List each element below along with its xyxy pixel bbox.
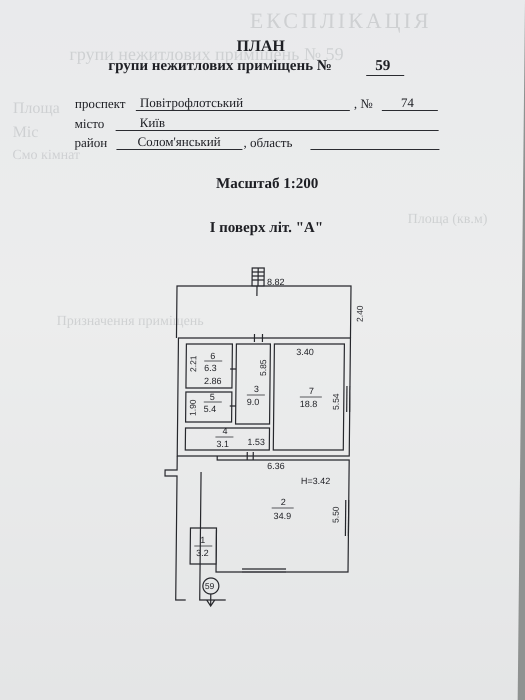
room-4-outline [184, 427, 271, 451]
room-number: 5 [210, 392, 215, 402]
dim-room2-width: 6.36 [267, 461, 285, 471]
dim-room7-width: 3.40 [296, 347, 314, 357]
dim-corridor-height: 2.40 [355, 305, 365, 322]
room-area: 18.8 [300, 399, 318, 409]
room-area: 5.4 [204, 404, 217, 414]
dim-room2-height: 5.50 [331, 506, 341, 523]
room-area: 6.3 [204, 363, 217, 373]
dim-top: 8.82 [267, 277, 285, 287]
room-number: 6 [210, 351, 215, 361]
room-5-outline [184, 391, 233, 423]
dim-room4-width: 1.53 [247, 437, 265, 447]
room-number: 1 [200, 535, 205, 545]
room-area: 3.2 [196, 548, 209, 558]
room-7-outline [272, 343, 346, 451]
ceiling-height: H=3.42 [301, 476, 330, 486]
dim-room3-height: 5.85 [258, 359, 268, 376]
room-area: 9.0 [247, 397, 260, 407]
room-6-outline [185, 343, 234, 389]
entrance-corridor-walls [164, 456, 186, 601]
room-number: 4 [222, 426, 227, 436]
room-3-outline [234, 343, 272, 425]
room-area: 3.1 [216, 439, 229, 449]
dim-room7-height: 5.54 [331, 393, 341, 410]
room-1-outline [189, 527, 218, 565]
entrance-corridor-inner-wall [199, 472, 226, 601]
dim-room6-width: 2.86 [204, 376, 222, 386]
room-number: 2 [281, 497, 286, 507]
room-number: 7 [309, 386, 314, 396]
group-marker: 59 [205, 581, 215, 591]
room-area: 34.9 [274, 511, 292, 521]
room-number: 3 [254, 384, 259, 394]
dim-room6-height: 2.21 [188, 355, 198, 372]
corridor-walls [175, 285, 352, 338]
dim-room5-height: 1.90 [188, 399, 198, 416]
